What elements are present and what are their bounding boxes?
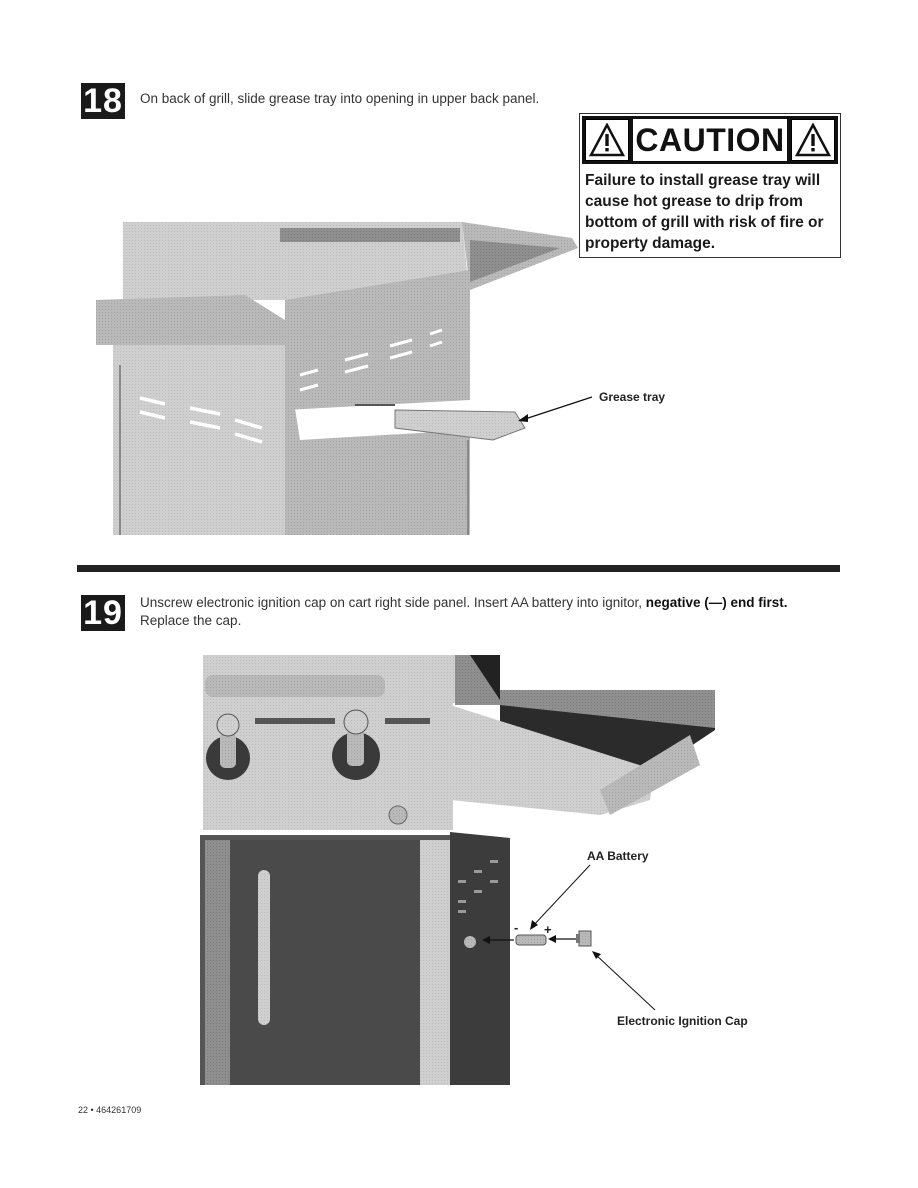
step-19-instruction-bold: negative (—) end first. (645, 595, 788, 610)
caution-title: CAUTION (633, 119, 787, 161)
section-divider (77, 565, 840, 572)
step-19-instruction: Unscrew electronic ignition cap on cart … (140, 594, 800, 630)
step-18-badge: 18 (81, 83, 125, 119)
step-19-badge: 19 (81, 595, 125, 631)
caution-header: CAUTION (582, 116, 838, 164)
step-19-instruction-text: Unscrew electronic ignition cap on cart … (140, 595, 646, 610)
step-18-instruction: On back of grill, slide grease tray into… (140, 91, 540, 106)
caution-box: CAUTION Failure to install grease tray w… (579, 113, 841, 258)
page-footer: 22 • 464261709 (78, 1105, 142, 1115)
warning-triangle-icon (585, 119, 629, 161)
grease-tray-callout: Grease tray (599, 390, 666, 404)
aa-battery-callout: AA Battery (587, 849, 649, 863)
ignition-cap-callout: Electronic Ignition Cap (617, 1014, 748, 1028)
warning-triangle-icon (791, 119, 835, 161)
battery-minus-sign: - (514, 920, 519, 935)
step-19-instruction-line2: Replace the cap. (140, 613, 242, 628)
battery-plus-sign: + (544, 922, 552, 937)
caution-text: Failure to install grease tray will caus… (585, 172, 824, 252)
